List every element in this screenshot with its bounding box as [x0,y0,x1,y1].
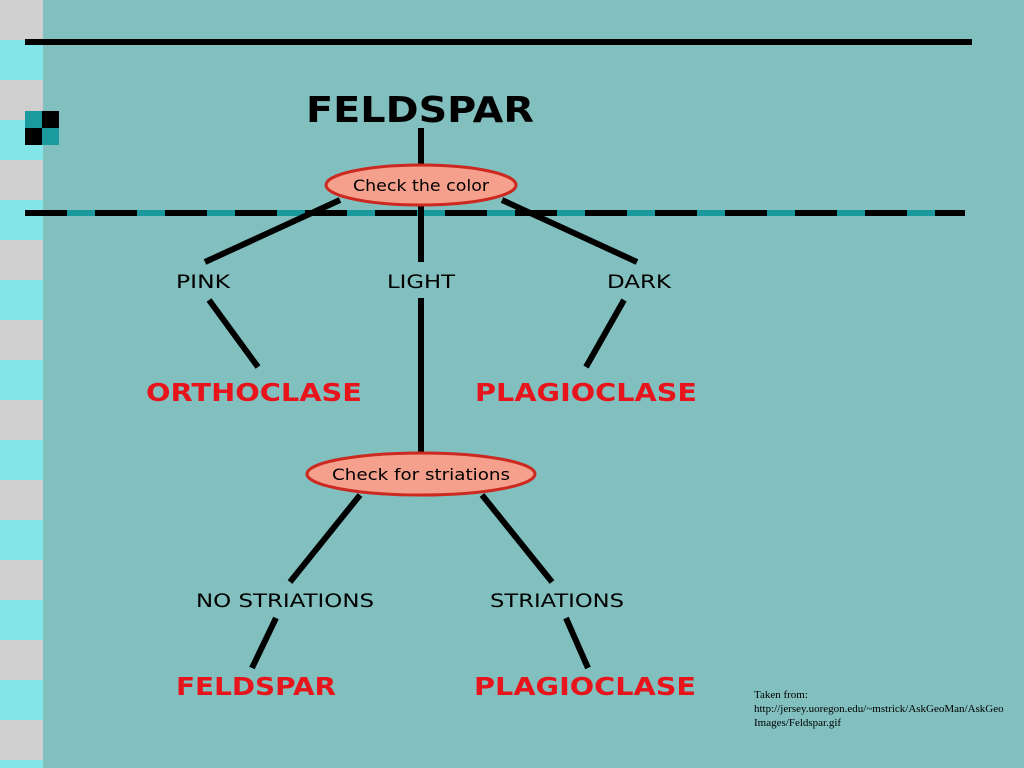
label-dark: DARK [607,271,672,293]
result-orthoclase: ORTHOCLASE [146,378,362,407]
check-striations-label: Check for striations [332,465,510,484]
line-yes-to-plagioclase [563,616,591,670]
result-feldspar: FELDSPAR [176,672,336,701]
source-credit: Taken from: http://jersey.uoregon.edu/~m… [754,688,1019,730]
bullet-square-icon [25,111,59,145]
label-light: LIGHT [387,271,455,293]
dashed-divider [25,210,965,216]
credit-url-line-3: Images/Feldspar.gif [754,717,842,729]
credit-url-line-2: http://jersey.uoregon.edu/~mstrick/AskGe… [754,703,1004,715]
label-pink: PINK [176,271,231,293]
line-dark-to-plagioclase [583,298,627,369]
label-no-striations: NO STRIATIONS [196,590,374,612]
check-color-label: Check the color [353,176,489,195]
label-striations: STRIATIONS [490,590,624,612]
line-striations-to-yes [479,493,555,584]
line-none-to-feldspar [249,616,279,670]
line-color-to-dark [500,197,639,265]
top-rule [25,39,972,45]
diagram-title: FELDSPAR [306,90,534,131]
result-plagioclase-dark: PLAGIOCLASE [475,378,697,407]
check-color-node [324,163,518,207]
line-pink-to-orthoclase [206,298,261,369]
connector-lines [203,128,639,670]
line-striations-to-none [287,493,363,584]
line-color-to-pink [203,197,342,265]
check-striations-node [305,451,537,497]
result-plagioclase-striations: PLAGIOCLASE [474,672,696,701]
credit-line-1: Taken from: [754,689,808,701]
